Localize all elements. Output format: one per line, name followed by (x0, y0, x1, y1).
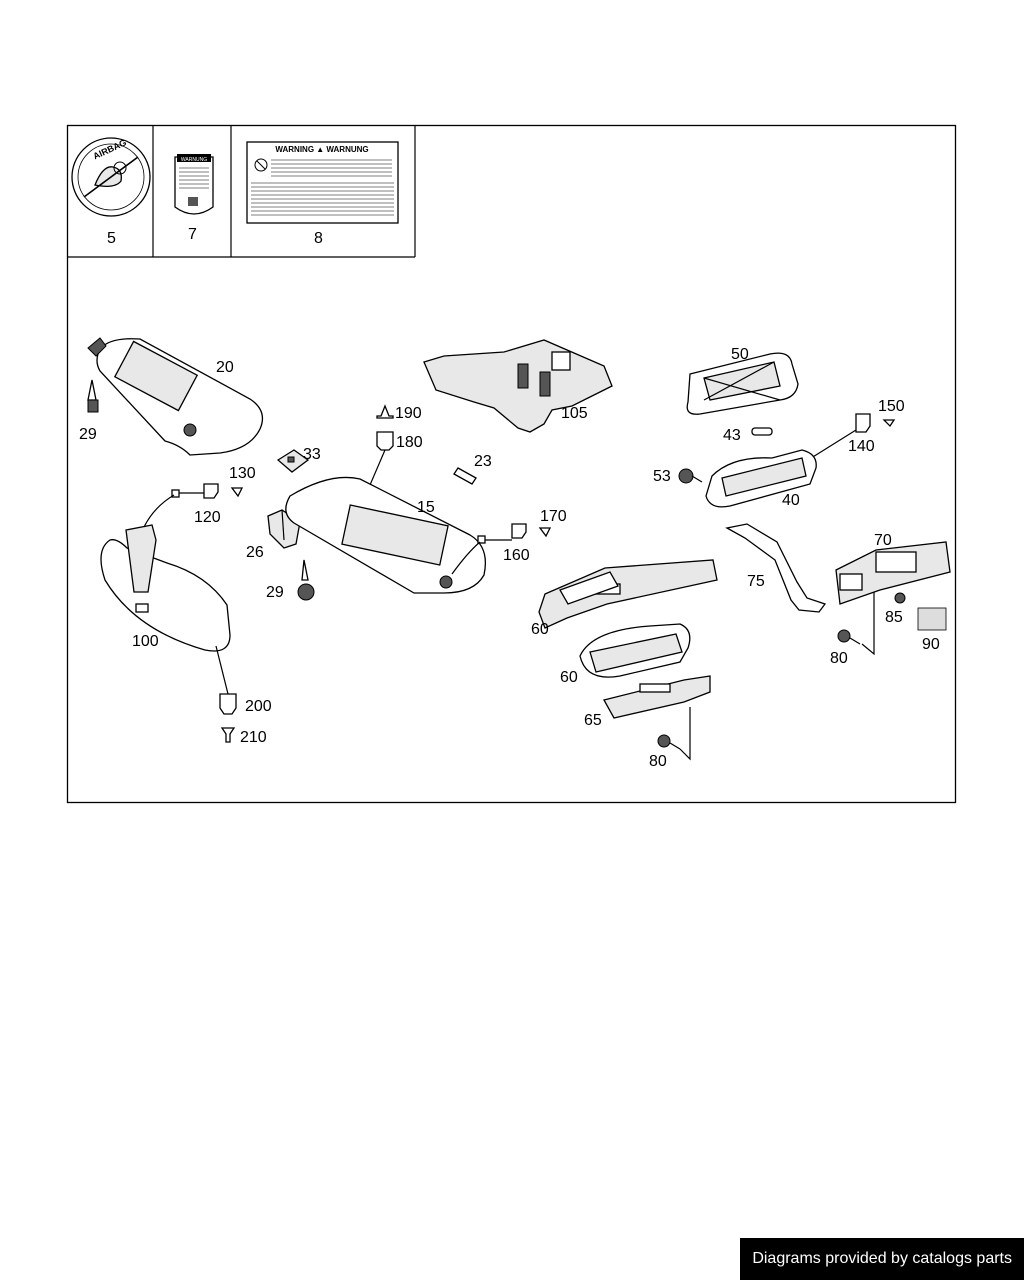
screw-29-lower (297, 559, 315, 601)
screw-53 (678, 468, 703, 484)
label-130: 130 (229, 465, 256, 482)
label-40: 40 (782, 492, 800, 509)
label-190: 190 (395, 405, 422, 422)
label-7: 7 (188, 226, 197, 243)
large-warning-sticker: WARNING ▲ WARNUNG (246, 141, 399, 224)
small-warning-text: WARNUNG (181, 157, 207, 163)
pad-90 (917, 607, 947, 631)
label-26: 26 (246, 544, 264, 561)
diagram-border (66, 124, 957, 804)
label-100: 100 (132, 633, 159, 650)
large-warning-text: WARNING ▲ WARNUNG (275, 145, 368, 154)
label-15: 15 (417, 499, 435, 516)
bracket-65 (603, 675, 711, 719)
sun-visor-right (285, 476, 487, 594)
label-105: 105 (561, 405, 588, 422)
bracket-105 (423, 339, 613, 433)
label-200: 200 (245, 698, 272, 715)
label-150: 150 (878, 398, 905, 415)
plug-210 (220, 727, 236, 743)
screw-80-lower (657, 734, 681, 750)
label-80-lower: 80 (649, 753, 667, 770)
connector-180 (376, 431, 394, 451)
label-70: 70 (874, 532, 892, 549)
label-180: 180 (396, 434, 423, 451)
label-120: 120 (194, 509, 221, 526)
connector-200 (219, 693, 237, 715)
screw-29-upper (87, 379, 99, 413)
label-20: 20 (216, 359, 234, 376)
label-65: 65 (584, 712, 602, 729)
reading-lamp-40 (705, 449, 817, 508)
connector-120-130 (171, 483, 244, 499)
label-43: 43 (723, 427, 741, 444)
lamp-housing-50 (686, 352, 799, 415)
lamp-60-lower (579, 623, 691, 678)
bulb-23 (453, 467, 477, 485)
label-90: 90 (922, 636, 940, 653)
label-29-upper: 29 (79, 426, 97, 443)
label-75: 75 (747, 573, 765, 590)
clip-33 (276, 449, 310, 473)
small-warning-sticker: WARNUNG (174, 154, 214, 215)
label-80-upper: 80 (830, 650, 848, 667)
label-60-upper: 60 (531, 621, 549, 638)
label-85: 85 (885, 609, 903, 626)
mirror-100 (100, 494, 231, 652)
footer-credit: Diagrams provided by catalogs parts (740, 1238, 1024, 1280)
label-23: 23 (474, 453, 492, 470)
label-160: 160 (503, 547, 530, 564)
label-29-lower: 29 (266, 584, 284, 601)
connector-140-150 (855, 413, 896, 433)
label-170: 170 (540, 508, 567, 525)
rail-60-upper (538, 559, 718, 629)
label-50: 50 (731, 346, 749, 363)
airbag-sticker: AIRBAG (71, 137, 151, 217)
label-53: 53 (653, 468, 671, 485)
bracket-75 (725, 523, 827, 613)
screw-85 (894, 592, 906, 604)
connector-160-170 (451, 523, 552, 575)
label-60-lower: 60 (560, 669, 578, 686)
label-8: 8 (314, 230, 323, 247)
label-140: 140 (848, 438, 875, 455)
label-210: 210 (240, 729, 267, 746)
plug-190 (376, 404, 394, 419)
screw-80-upper (837, 629, 861, 645)
bulb-43 (751, 427, 773, 436)
control-unit-70 (835, 541, 951, 605)
sticker-panel (67, 125, 416, 258)
label-33: 33 (303, 446, 321, 463)
label-5: 5 (107, 230, 116, 247)
sun-visor-left (87, 337, 264, 456)
